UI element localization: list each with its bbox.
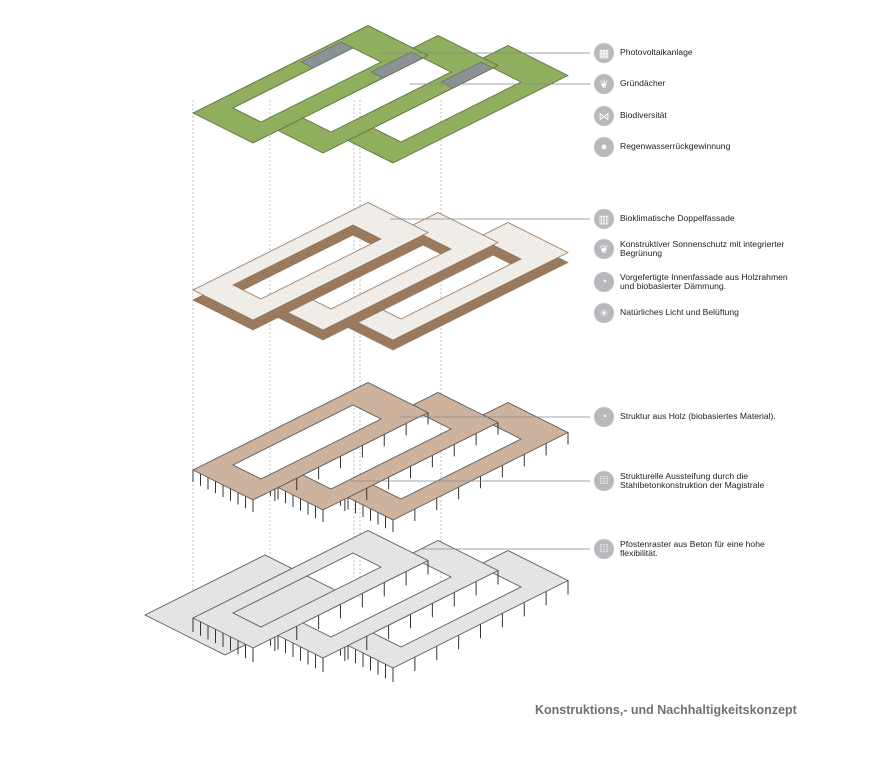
legend-label: Natürliches Licht und Belüftung — [620, 307, 739, 318]
legend-label: Regenwasserrückgewinnung — [620, 141, 731, 152]
grid-dots-icon: ⁞⁞⁞ — [594, 471, 614, 491]
leaf-icon: ❦ — [594, 74, 614, 94]
legend-item: ⋈ Biodiversität — [594, 106, 800, 126]
water-drop-icon: ● — [594, 137, 614, 157]
legend-label: Konstruktiver Sonnenschutz mit integrier… — [620, 238, 785, 258]
legend-label: Biodiversität — [620, 110, 667, 121]
legend-item: ☀ Natürliches Licht und Belüftung — [594, 303, 800, 323]
ground-floor-slab — [192, 530, 429, 649]
photovoltaic-panel — [300, 41, 354, 69]
wood-log-icon: ◔ — [594, 272, 614, 292]
double-facade-icon: ▥ — [594, 209, 614, 229]
legend-label: Strukturelle Aussteifung durch die Stahl… — [620, 470, 765, 490]
photovoltaic-panel — [370, 51, 424, 79]
butterfly-icon: ⋈ — [594, 106, 614, 126]
facade-level-slab — [192, 202, 429, 321]
legend-label: Struktur aus Holz (biobasiertes Material… — [620, 411, 776, 422]
legend-label: Vorgefertigte Innenfassade aus Holzrahme… — [620, 271, 788, 291]
photovoltaic-panel — [440, 61, 494, 89]
grid-dots-icon: ⁞⁞⁞ — [594, 539, 614, 559]
legend-label: Photovoltaikanlage — [620, 47, 693, 58]
legend-item: ⁞⁞⁞ Pfostenraster aus Beton für eine hohe… — [594, 539, 800, 559]
solar-panel-icon: ▦ — [594, 43, 614, 63]
legend-label: Bioklimatische Doppelfassade — [620, 213, 735, 224]
legend-label: Pfostenraster aus Beton für eine hohe fl… — [620, 538, 765, 558]
legend-item: ⁞⁞⁞ Strukturelle Aussteifung durch die St… — [594, 471, 800, 491]
sun-icon: ☀ — [594, 303, 614, 323]
legend-item: ❦ Gründächer — [594, 74, 800, 94]
diagram-title: Konstruktions,- und Nachhaltigkeitskonze… — [535, 703, 797, 717]
legend-item: ● Regenwasserrückgewinnung — [594, 137, 800, 157]
legend-item: ▥ Bioklimatische Doppelfassade — [594, 209, 800, 229]
timber-structure-slab — [192, 382, 429, 501]
legend-item: ◔ Vorgefertigte Innenfassade aus Holzrahm… — [594, 272, 800, 292]
legend-item: ❦ Konstruktiver Sonnenschutz mit integrie… — [594, 239, 800, 259]
legend-item: ▦ Photovoltaikanlage — [594, 43, 800, 63]
leaf-icon: ❦ — [594, 239, 614, 259]
legend-item: ◔ Struktur aus Holz (biobasiertes Materia… — [594, 407, 800, 427]
wood-log-icon: ◔ — [594, 407, 614, 427]
legend-label: Gründächer — [620, 78, 666, 89]
